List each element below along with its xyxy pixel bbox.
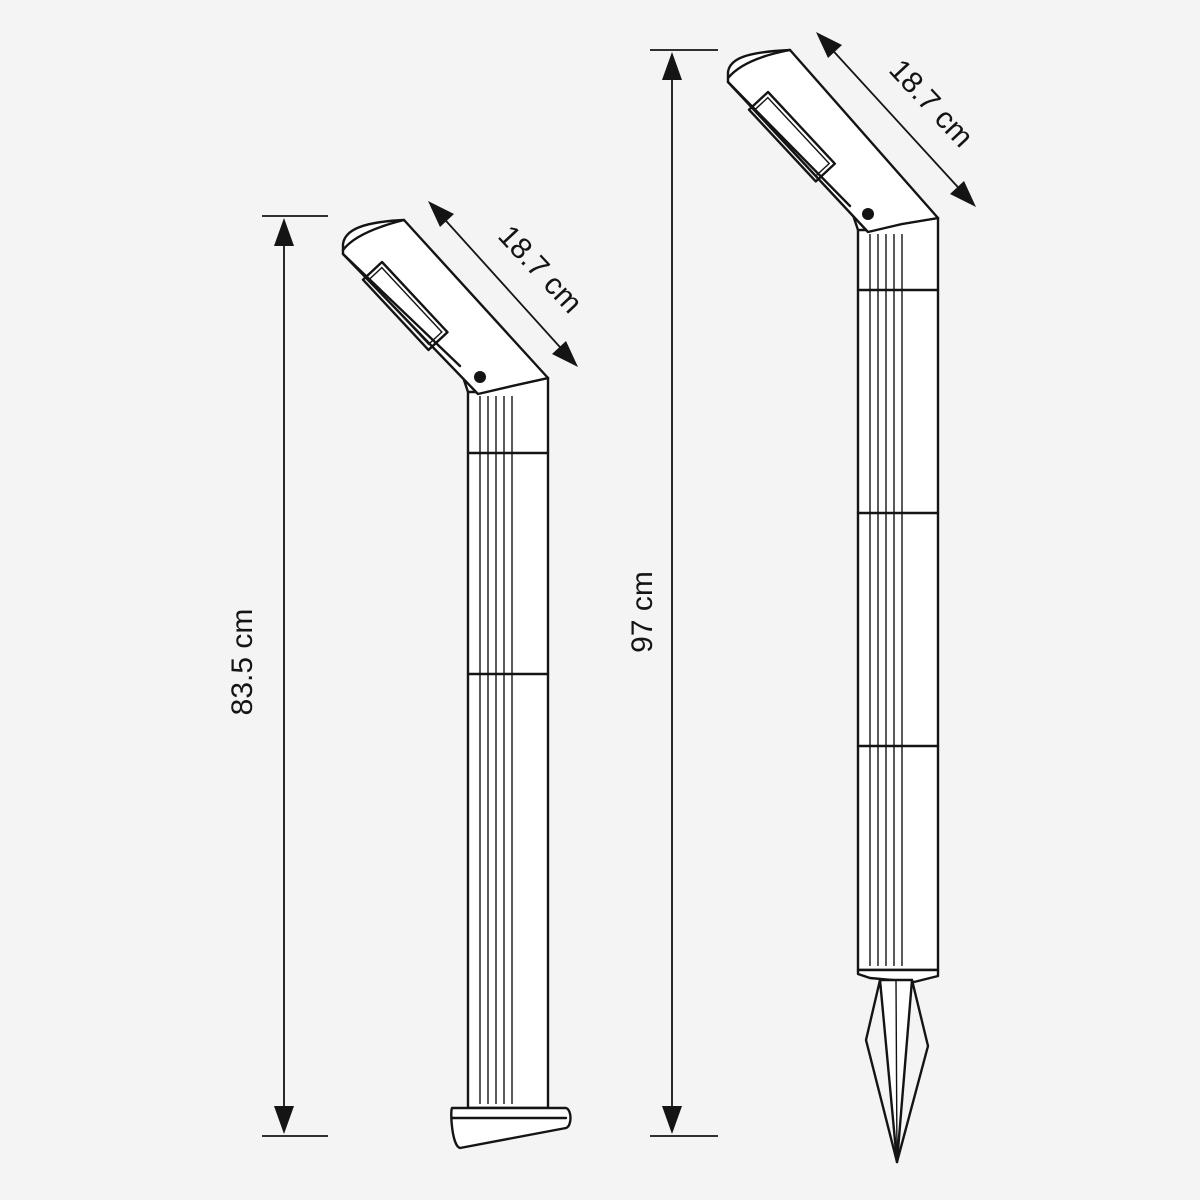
short-head-dimension-line [437,211,569,357]
short-led-panel-inner [367,266,443,346]
tall-bottom-collar [856,968,940,984]
short-height-arrow-top [274,218,294,246]
tall-pole-grooves [856,234,940,966]
short-pole-grooves [466,396,550,1104]
tall-head-arrow-end [950,181,976,207]
short-height-dimension: 83.5 cm [226,215,328,1137]
tall-height-arrow-top [662,52,682,80]
tall-head-label: 18.7 cm [882,53,979,154]
short-head-inner-edge [341,252,462,368]
short-head-top-edge [341,218,406,252]
tall-head-top-edge [726,48,792,80]
short-head-arrow-end [552,341,578,367]
short-head-label: 18.7 cm [491,219,588,320]
tall-sensor-icon [862,208,874,220]
tall-height-arrow-bottom [662,1106,682,1134]
short-lamp-head [341,218,550,396]
short-led-panel [361,260,449,352]
short-sensor-icon [474,371,486,383]
tall-height-dimension: 97 cm [626,49,718,1137]
short-bollard-light: 83.5 cm 18.7 cm [226,201,588,1150]
tall-head-dimension-line [825,42,967,197]
tall-lamp-head [726,48,940,234]
tall-led-panel [747,90,837,183]
short-height-label: 83.5 cm [226,609,259,716]
short-base-plate [450,1106,572,1150]
tall-spike-light: 97 cm 18.7 cm [626,32,979,1164]
short-height-arrow-bottom [274,1106,294,1134]
tall-height-label: 97 cm [626,571,659,653]
tall-head-inner-edge [726,80,852,208]
tall-ground-spike [864,978,930,1164]
tall-head-arrow-start [816,32,842,58]
short-head-arrow-start [428,201,454,227]
tall-led-panel-inner [753,96,831,177]
